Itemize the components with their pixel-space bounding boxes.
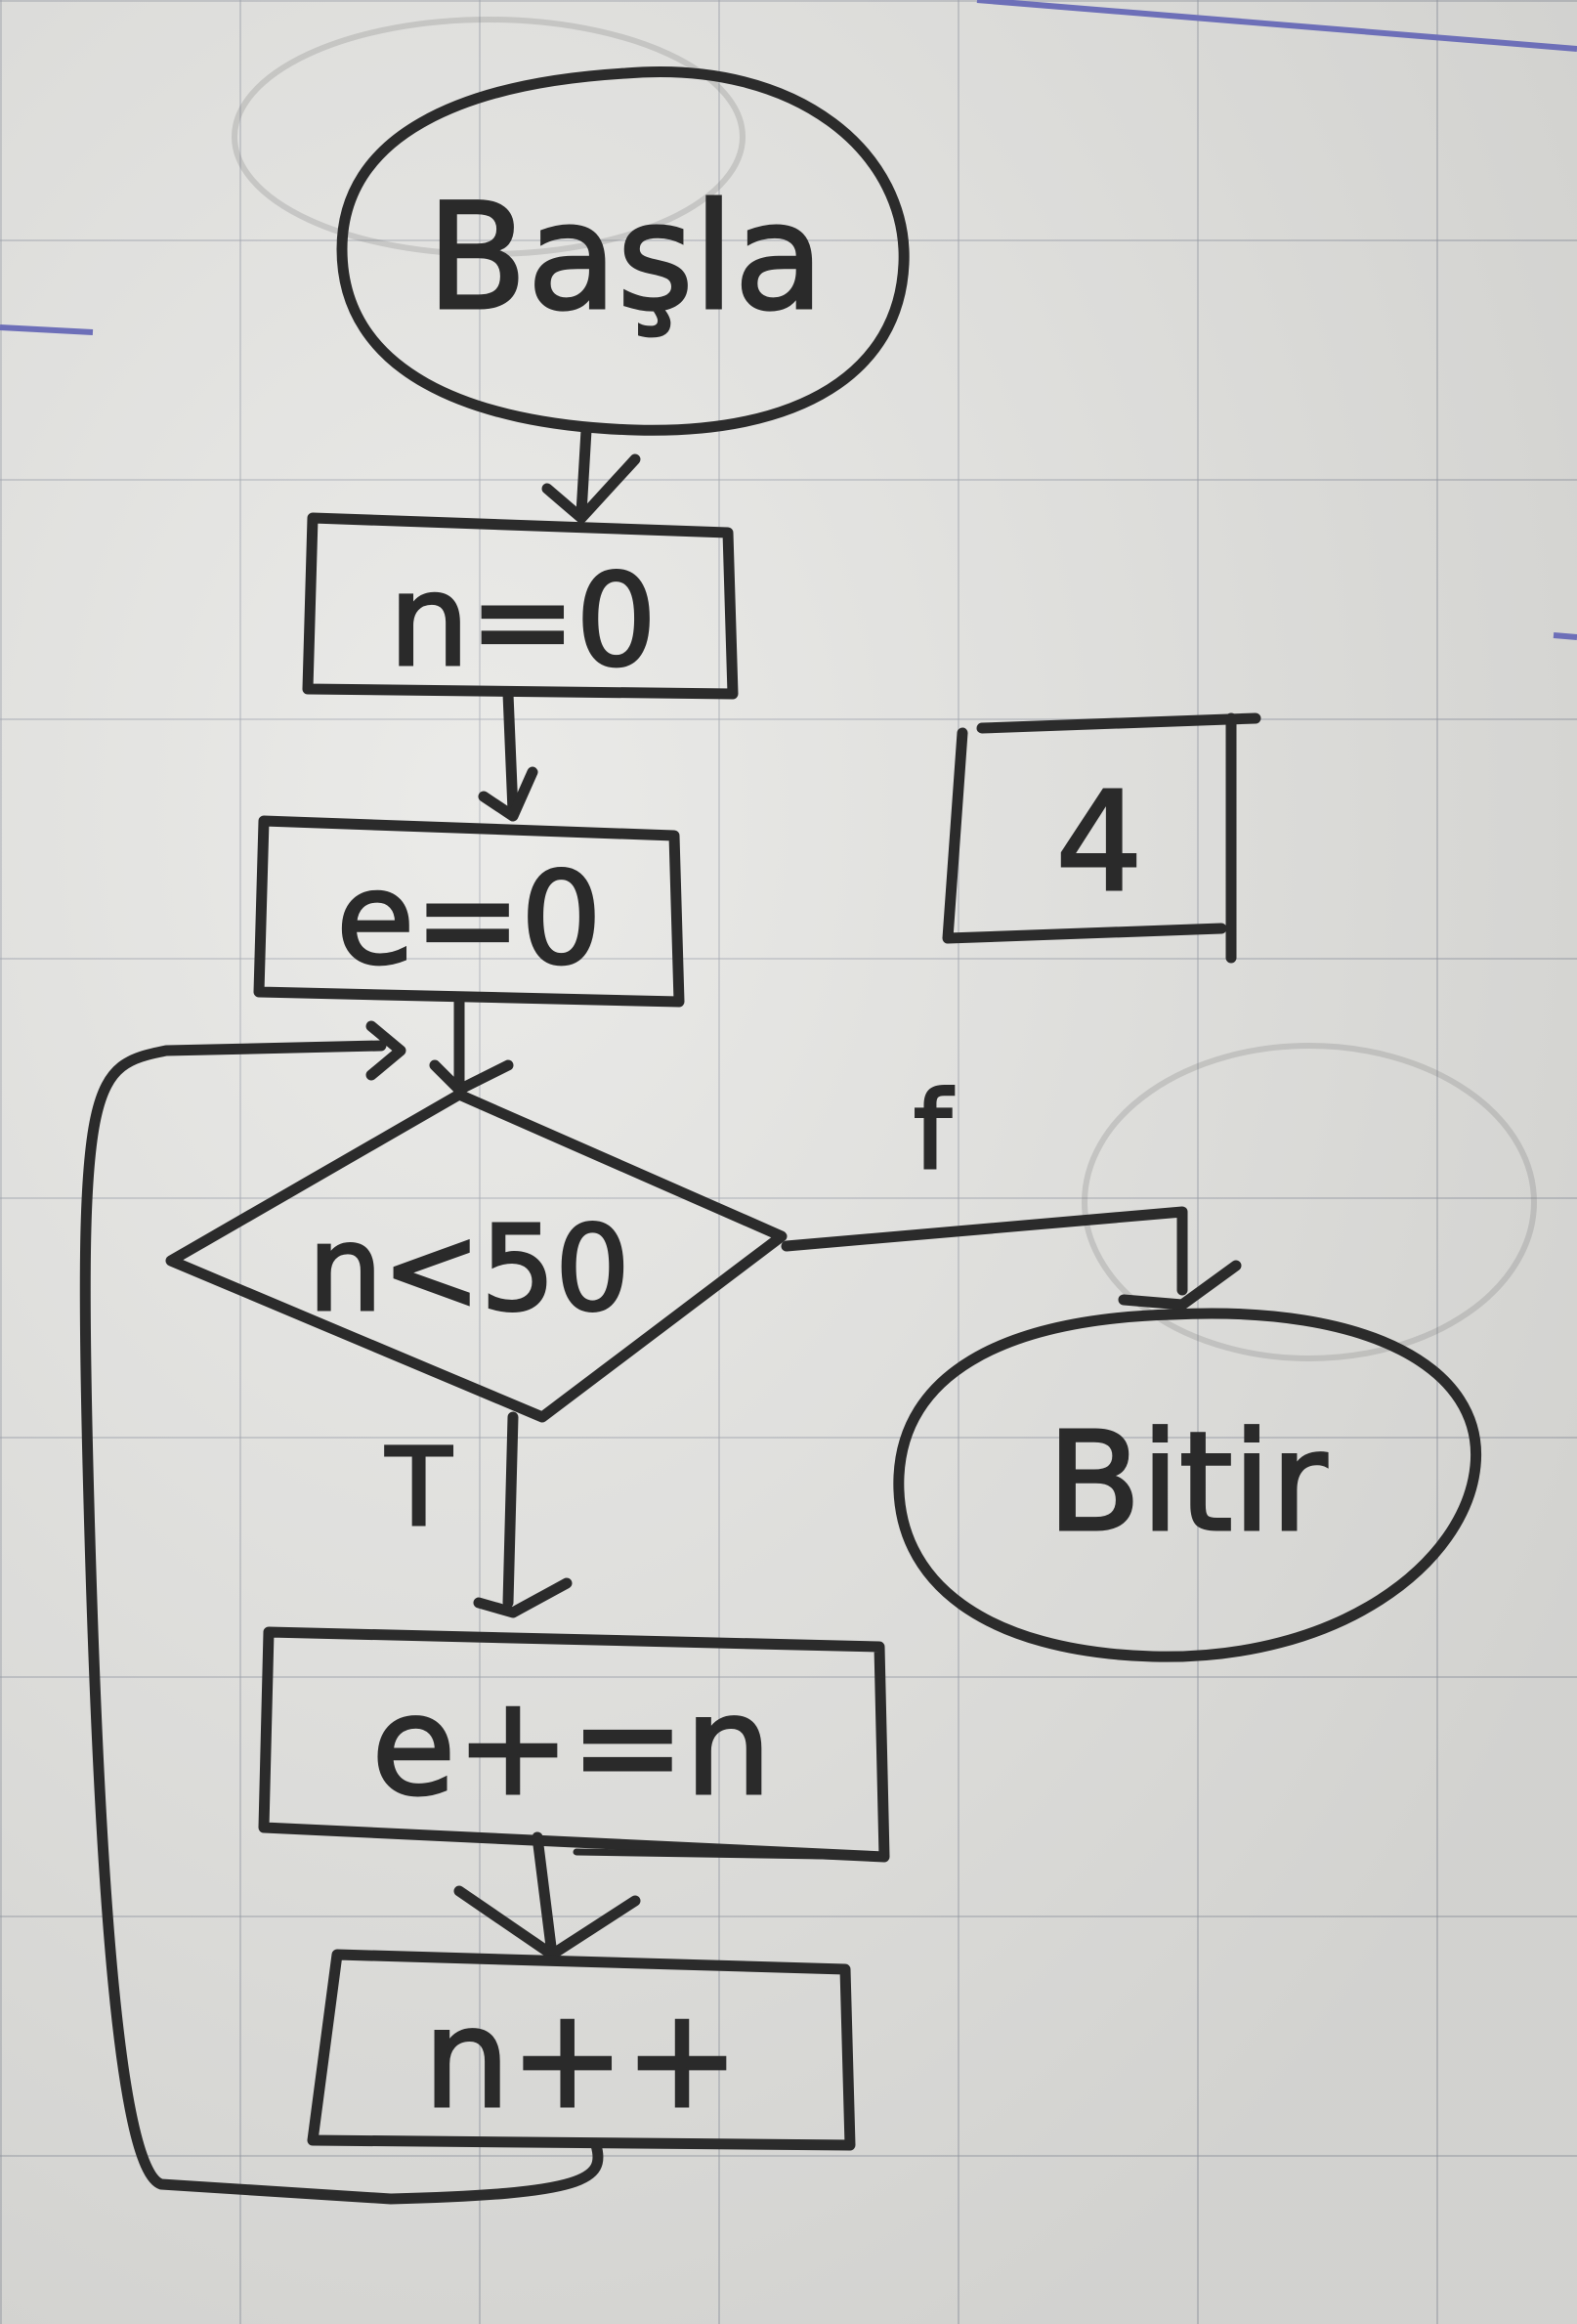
margin-line-left (0, 324, 94, 335)
init-e-label: e=0 (336, 844, 602, 993)
init-n-label: n=0 (389, 546, 657, 695)
end-label: Bitir (1047, 1403, 1328, 1563)
init-e-node: e=0 (253, 815, 685, 1008)
end-node: Bitir (893, 1308, 1482, 1662)
increment-label: n++ (423, 1980, 739, 2139)
accumulate-label: e+=n (371, 1667, 771, 1827)
condition-node: n<50 (165, 1089, 788, 1423)
true-branch: T (384, 1411, 573, 1618)
start-node: Başla (336, 66, 910, 436)
arrow-init-e-to-condition (429, 996, 514, 1096)
init-n-node: n=0 (302, 512, 739, 700)
loop-back-arrow (79, 1020, 604, 2205)
false-branch-label: f (914, 1068, 954, 1193)
arrow-init-n-to-init-e (478, 688, 538, 822)
true-branch-label: T (385, 1425, 452, 1550)
margin-line-top (976, 0, 1577, 52)
output-box-node: 4 (942, 712, 1261, 964)
accumulate-node: e+=n (258, 1626, 890, 1863)
arrow-accumulate-to-increment (453, 1831, 641, 1960)
ghost-mark (1082, 1043, 1537, 1361)
output-box-label: 4 (1055, 763, 1142, 923)
increment-node: n++ (307, 1949, 856, 2151)
start-label: Başla (427, 173, 825, 343)
false-branch: f (781, 1067, 1242, 1311)
margin-line-right (1553, 632, 1577, 640)
ghost-mark (232, 17, 746, 257)
arrow-start-to-init-n (541, 424, 641, 524)
condition-label: n<50 (308, 1202, 629, 1338)
